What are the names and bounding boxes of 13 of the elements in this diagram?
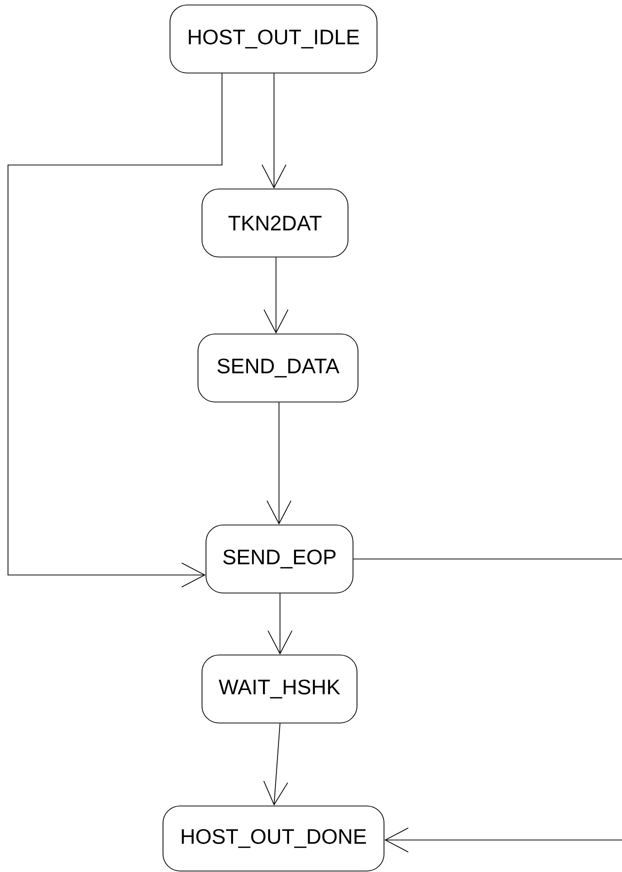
arrow [264,257,288,334]
arrow [262,73,286,189]
arrow [8,73,222,588]
arrow [263,723,288,806]
state-box: SEND_DATA [198,334,358,402]
state-box: HOST_OUT_IDLE [170,4,378,74]
arrow [268,593,292,655]
state-box: SEND_EOP [206,524,354,594]
arrow [384,828,622,852]
state-box: WAIT_HSHK [202,654,358,724]
arrow [266,402,292,525]
state-box: HOST_OUT_DONE [162,806,384,872]
state-box: TKN2DAT [202,188,348,258]
